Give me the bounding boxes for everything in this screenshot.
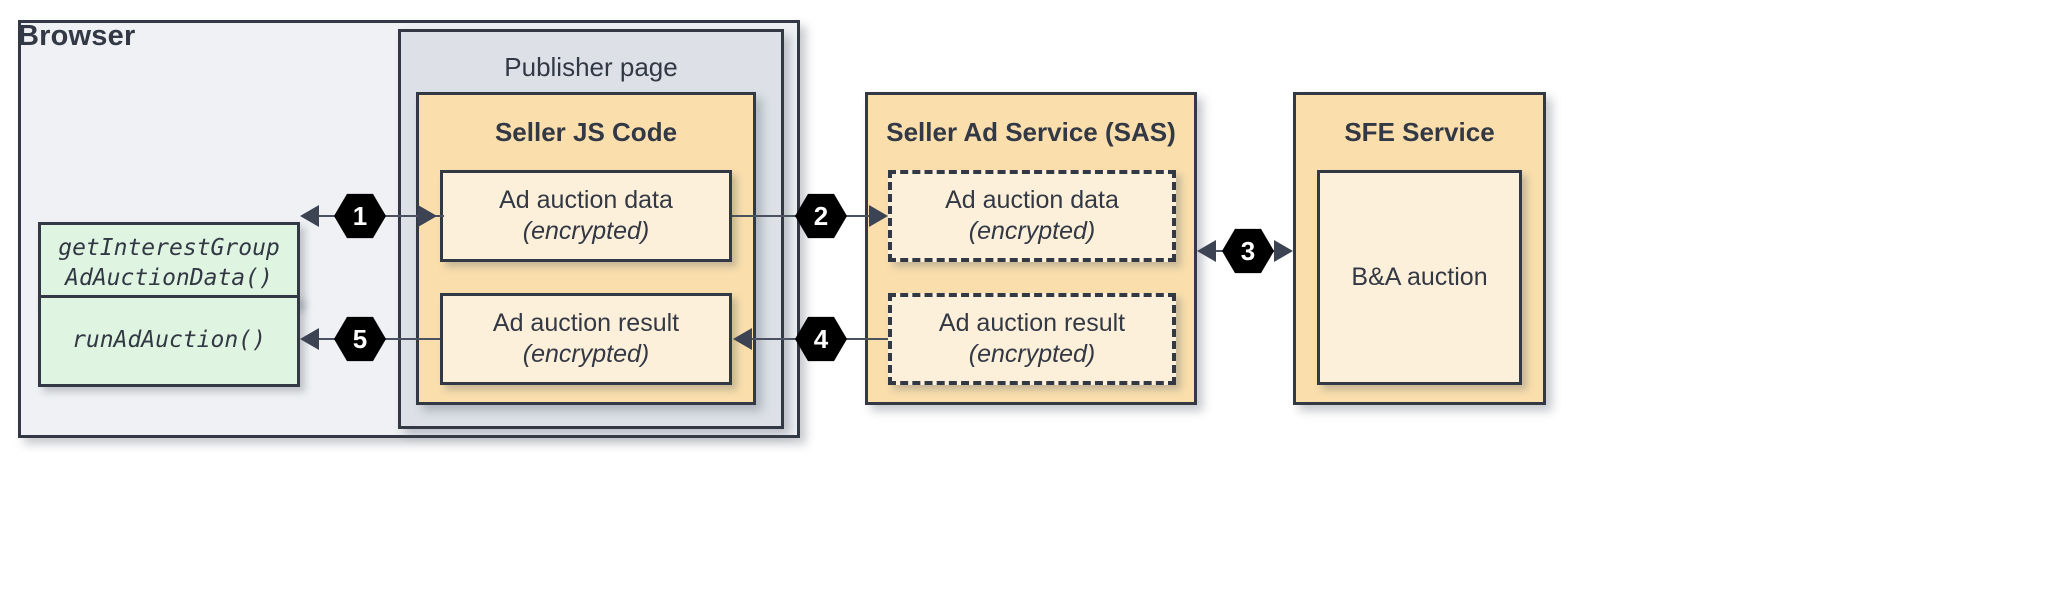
card-title: Ad auction result <box>938 309 1126 337</box>
step-marker-4: 4 <box>795 316 847 362</box>
step-marker-2: 2 <box>795 193 847 239</box>
seller-js-code-label: Seller JS Code <box>494 117 678 147</box>
publisher-page-label: Publisher page <box>504 52 678 82</box>
arrow-head-2 <box>869 205 888 227</box>
arrow-head-3-right <box>1274 240 1293 262</box>
card-sas-ad-auction-data: Ad auction data (encrypted) <box>888 170 1176 262</box>
card-subtitle: (encrypted) <box>522 217 650 245</box>
card-sas-ad-auction-result: Ad auction result (encrypted) <box>888 293 1176 385</box>
card-title: Ad auction data <box>499 186 673 214</box>
card-sfe-bna-auction: B&A auction <box>1317 170 1522 385</box>
arrow-head-1-left <box>300 205 319 227</box>
arrow-head-5 <box>300 328 319 350</box>
browser-label: Browser <box>18 20 136 52</box>
api-box-run-ad-auction: runAdAuction() <box>38 295 300 387</box>
seller-ad-service-label: Seller Ad Service (SAS) <box>886 117 1176 147</box>
card-title: Ad auction data <box>945 186 1119 214</box>
card-subtitle: (encrypted) <box>968 340 1096 368</box>
card-title: B&A auction <box>1351 263 1488 291</box>
card-subtitle: (encrypted) <box>522 340 650 368</box>
card-title: Ad auction result <box>492 309 680 337</box>
arrow-head-4 <box>733 328 752 350</box>
step-marker-3: 3 <box>1222 228 1274 274</box>
arrow-head-1-right <box>418 205 437 227</box>
api-box-get-interest-group-ad-auction-data: getInterestGroup AdAuctionData() <box>38 222 300 306</box>
card-seller-js-ad-auction-result: Ad auction result (encrypted) <box>440 293 732 385</box>
card-subtitle: (encrypted) <box>968 217 1096 245</box>
arrow-head-3-left <box>1197 240 1216 262</box>
card-seller-js-ad-auction-data: Ad auction data (encrypted) <box>440 170 732 262</box>
sfe-service-label: SFE Service <box>1344 117 1495 147</box>
